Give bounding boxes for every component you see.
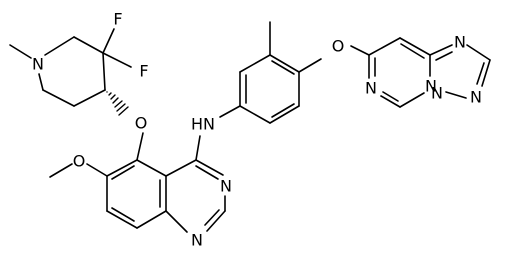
bond-q-c4-n3 <box>195 159 224 176</box>
bond-q-c4a-c4 <box>165 159 197 177</box>
bond-p-5 <box>380 95 401 108</box>
atom-label-methoxy-o: O <box>73 152 86 171</box>
bond-q-c2-n1 <box>206 210 226 232</box>
atom-label-quinazoline-n1: N <box>191 231 203 250</box>
atom-label-triazole-n-b: N <box>470 88 482 107</box>
bond-q-inner-1 <box>111 165 135 180</box>
bond-ar-inner-3 <box>271 103 295 118</box>
atom-label-triazole-n-c: N <box>431 84 443 103</box>
bond-t-3 <box>481 59 491 87</box>
bond-nh-aryl <box>219 105 241 118</box>
bond-ar-2 <box>239 54 271 73</box>
bond-p-inner-1 <box>400 43 425 59</box>
bond-q-c5-c4a <box>136 159 167 177</box>
stereo-hash-bond <box>106 91 129 116</box>
bond-aryl-ether-o <box>298 58 322 73</box>
bond-methoxy-o-me <box>49 163 73 178</box>
atom-label-fluorine-a: F <box>113 10 122 29</box>
bond-p-1 <box>368 37 401 56</box>
atom-label-fluorine-b: F <box>139 62 148 81</box>
atom-label-pip-n: N <box>32 55 44 74</box>
bond-p-4 <box>399 92 425 108</box>
bonds <box>9 21 491 233</box>
bond-p-inner-3 <box>382 91 399 102</box>
bond-t-4 <box>445 91 467 99</box>
bond-t-inner-2 <box>476 62 485 85</box>
atom-label-pyrimidine-n-b: N <box>425 77 437 96</box>
bond-o-quin-c5 <box>136 132 144 161</box>
bond-c4-nh <box>195 135 201 161</box>
atom-label-ether-o-pip: O <box>135 114 148 133</box>
bond-q-c7-c8 <box>106 210 138 229</box>
bond-ar-5 <box>269 105 300 124</box>
bond-q-c8-c8a <box>136 210 167 229</box>
bond-pip-c3-c4 <box>102 52 106 91</box>
bond-q-inner-4 <box>195 165 219 180</box>
bond-p-2 <box>399 37 431 56</box>
bond-q-c5-c6 <box>106 159 138 177</box>
bond-ether-o-pyr <box>350 45 370 56</box>
bond-t-inner-1 <box>435 51 453 61</box>
bond-c-f-b <box>102 52 132 68</box>
bond-q-n1-c8a <box>165 210 188 233</box>
atom-label-quinazoline-n3: N <box>220 177 232 196</box>
atom-label-pyrimidine-n-a: N <box>365 79 377 98</box>
bond-pip-c5-c6 <box>42 89 75 107</box>
bond-ar-inner-2 <box>271 60 295 75</box>
bond-t-1 <box>429 44 453 56</box>
bond-pip-c2-c3 <box>73 36 104 54</box>
bond-n-methyl <box>9 44 32 59</box>
bond-pip-n-c2 <box>44 36 75 56</box>
atom-label-triazole-n-a: N <box>454 33 466 52</box>
atom-label-ether-o-aryl: O <box>332 37 345 56</box>
bond-pip-c4-c5 <box>73 89 106 107</box>
bond-q-inner-2 <box>111 207 135 222</box>
bond-pip-c6-n <box>38 73 44 91</box>
bond-q-inner-5 <box>204 209 220 226</box>
atom-label-amine-nh: HN <box>191 115 215 134</box>
atom-labels: N F F O O HN O N N N N N N N <box>32 10 482 250</box>
bond-t-2 <box>466 44 491 61</box>
bond-c6-methoxy-o <box>86 163 108 177</box>
bond-ar-3 <box>269 54 300 73</box>
bond-ar-6 <box>239 105 271 124</box>
bond-c-f-a <box>102 28 115 54</box>
